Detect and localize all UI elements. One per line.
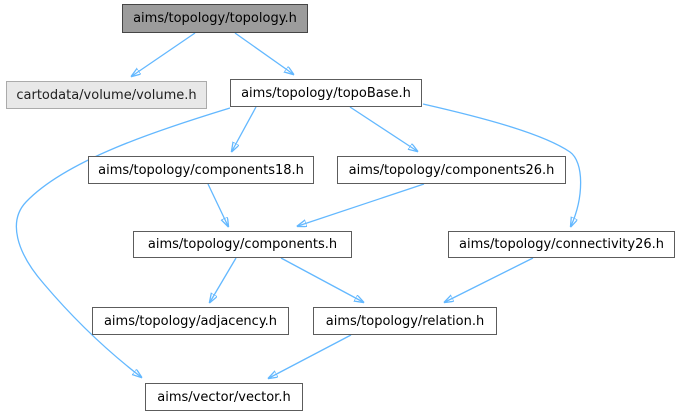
node-adjacency-h[interactable]: aims/topology/adjacency.h bbox=[92, 307, 289, 335]
node-components26-h[interactable]: aims/topology/components26.h bbox=[337, 156, 566, 184]
edge-topobase-to-components26 bbox=[349, 106, 417, 151]
node-relation-h[interactable]: aims/topology/relation.h bbox=[313, 307, 497, 335]
edge-connectivity26-to-relation bbox=[445, 257, 534, 302]
edge-components18-to-components bbox=[207, 183, 228, 226]
node-topology-h[interactable]: aims/topology/topology.h bbox=[122, 4, 308, 33]
node-vector-h[interactable]: aims/vector/vector.h bbox=[145, 383, 303, 411]
edge-topobase-to-components18 bbox=[232, 106, 257, 151]
edge-relation-to-vector bbox=[269, 334, 352, 378]
edge-topology-to-volume bbox=[132, 32, 196, 76]
node-topobase-h[interactable]: aims/topology/topoBase.h bbox=[230, 79, 422, 107]
node-components18-h[interactable]: aims/topology/components18.h bbox=[88, 156, 314, 184]
edge-components-to-adjacency bbox=[210, 257, 237, 302]
node-volume-h: cartodata/volume/volume.h bbox=[6, 81, 207, 109]
node-connectivity26-h[interactable]: aims/topology/connectivity26.h bbox=[448, 231, 675, 258]
node-components-h[interactable]: aims/topology/components.h bbox=[133, 231, 352, 258]
edge-components26-to-components bbox=[298, 183, 425, 226]
edge-components-to-relation bbox=[280, 257, 363, 302]
edge-topology-to-topobase bbox=[234, 32, 293, 74]
